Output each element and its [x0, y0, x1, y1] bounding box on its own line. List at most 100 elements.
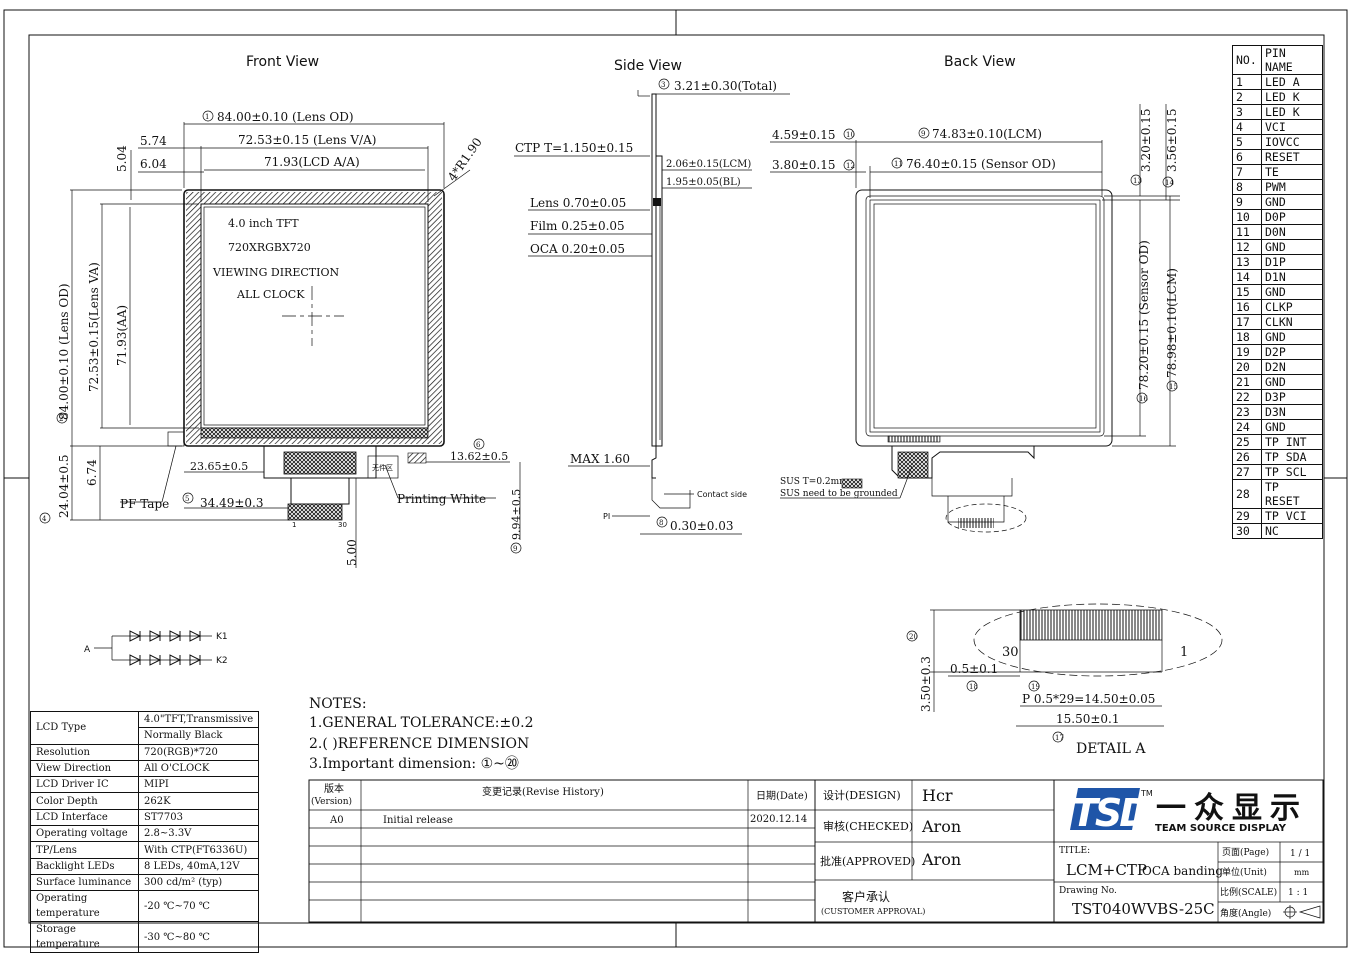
pin-number: 19 [1232, 344, 1262, 360]
spec-row: Operating temperature-20 ℃~70 ℃ [30, 890, 260, 923]
pin-name: D3N [1261, 404, 1323, 420]
rev-row-history: Initial release [383, 815, 453, 826]
dim-film-thk: Film 0.25±0.05 [530, 219, 625, 233]
spec-value: 8 LEDs, 40mA,12V [137, 857, 260, 875]
pin-number: 21 [1232, 374, 1262, 390]
spec-key: Resolution [30, 743, 139, 761]
customer-label: 客户承认 [842, 889, 890, 904]
dim-bl-thk: 1.95±0.05(BL) [666, 177, 741, 188]
rev-header-version: 版本 [324, 782, 344, 795]
pin-number: 24 [1232, 419, 1262, 435]
svg-text:6: 6 [476, 441, 481, 449]
dim-320: 3.20±0.15 [1139, 109, 1153, 173]
pin-name: GND [1261, 419, 1323, 435]
pin-name: D2P [1261, 344, 1323, 360]
pin-number: 15 [1232, 284, 1262, 300]
dim-lens-va-height: 72.53±0.15(Lens VA) [87, 262, 101, 392]
dim-1550: 15.50±0.1 [1056, 712, 1120, 726]
svg-text:9: 9 [513, 545, 517, 553]
dim-1362: 13.62±0.5 [450, 450, 508, 463]
pin-name: D0P [1261, 209, 1323, 225]
svg-text:4: 4 [42, 515, 47, 523]
pin-number: 20 [1232, 359, 1262, 375]
pin-number: 22 [1232, 389, 1262, 405]
pin-name: GND [1261, 329, 1323, 345]
circuit-k1: K1 [216, 632, 228, 642]
page-value: 1 / 1 [1290, 849, 1310, 859]
unit-label: 单位(Unit) [1222, 866, 1267, 878]
pin-name: TP VCI [1261, 508, 1323, 524]
svg-text:1: 1 [205, 113, 209, 121]
note-2: 2.( )REFERENCE DIMENSION [309, 736, 529, 752]
spec-key: Color Depth [30, 792, 139, 810]
spec-key: Surface luminance [30, 873, 139, 892]
page-label: 页面(Page) [1222, 847, 1269, 858]
pin-name: D3P [1261, 389, 1323, 405]
dim-05: 0.5±0.1 [950, 662, 998, 676]
sheet-frame [3, 9, 1348, 948]
back-view: 9 74.83±0.10(LCM) 11 76.40±0.15 (Sensor … [770, 104, 1180, 533]
spec-key: Operating temperature [30, 890, 139, 923]
spec-key: LCD Driver IC [30, 776, 139, 794]
svg-text:17: 17 [1055, 734, 1064, 742]
dim-500: 5.00 [345, 539, 359, 566]
pin-number: 25 [1232, 434, 1262, 450]
svg-text:19: 19 [1031, 683, 1040, 691]
logo-mark: TSD [1072, 791, 1149, 835]
spec-key: LCD Type [30, 711, 139, 745]
pin-number: 18 [1232, 329, 1262, 345]
dim-2365: 23.65±0.5 [190, 460, 248, 473]
title-main: LCM+CTP [1066, 861, 1147, 879]
front-view: 4.0 inch TFT 720XRGBX720 VIEWING DIRECTI… [39, 110, 523, 568]
pin-name: PWM [1261, 179, 1323, 195]
svg-text:12: 12 [846, 162, 855, 170]
panel-text-clock: ALL CLOCK [236, 288, 305, 301]
spec-key: Backlight LEDs [30, 857, 139, 875]
pin-name: TE [1261, 164, 1323, 180]
title-block-grid [308, 779, 1324, 923]
pin-number: 3 [1232, 104, 1262, 120]
dim-radius: 4*R1.90 [445, 135, 485, 183]
sus-grounded-note: SUS need to be grounded [780, 489, 898, 499]
printing-white-label: Printing White [397, 492, 486, 506]
dim-sensor-width: 76.40±0.15 (Sensor OD) [906, 157, 1056, 171]
dim-350: 3.50±0.3 [919, 656, 933, 712]
svg-text:15: 15 [1169, 383, 1178, 391]
scale-label: 比例(SCALE) [1220, 886, 1277, 898]
spec-value: ST7703 [137, 808, 260, 827]
dim-pitch: P 0.5*29=14.50±0.05 [1022, 692, 1155, 706]
pin-name: CLKN [1261, 314, 1323, 330]
projection-symbol-icon [1283, 905, 1321, 919]
dim-oca-thk: OCA 0.20±0.05 [530, 242, 625, 256]
title-label: TITLE: [1059, 846, 1090, 856]
angle-label: 角度(Angle) [1220, 907, 1271, 919]
pin-name: CLKP [1261, 299, 1323, 315]
rev-header-history: 变更记录(Revise History) [482, 785, 604, 798]
svg-text:2: 2 [59, 415, 63, 423]
svg-text:14: 14 [1165, 179, 1174, 187]
pin-name: IOVCC [1261, 134, 1323, 150]
svg-text:8: 8 [659, 519, 663, 527]
notes-title: NOTES: [309, 696, 367, 712]
svg-text:13: 13 [1133, 177, 1142, 185]
dim-459: 4.59±0.15 [772, 128, 836, 142]
brand-cn: 一众显示 [1156, 791, 1308, 826]
rev-header-version-en: (Version) [311, 796, 352, 807]
brand-en: TEAM SOURCE DISPLAY [1155, 823, 1287, 834]
pin-number: 30 [1232, 523, 1262, 539]
drawing-no: TST040WVBS-25C [1072, 900, 1215, 918]
